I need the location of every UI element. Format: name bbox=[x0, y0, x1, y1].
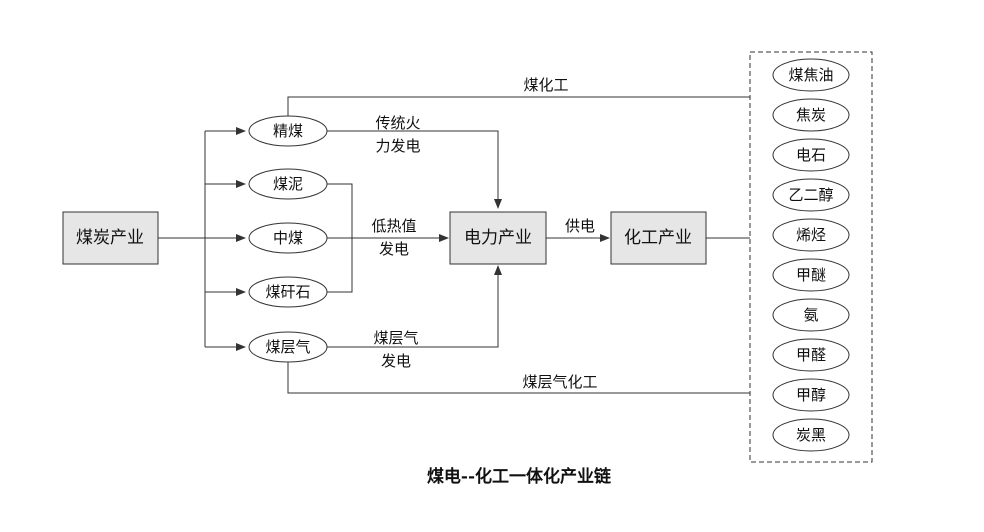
middling-coal-node: 中煤 bbox=[248, 222, 328, 254]
chemical-product-label: 焦炭 bbox=[796, 106, 826, 124]
connector-coalbed-gas-chemical bbox=[287, 362, 750, 394]
label-traditional-fire-2: 力发电 bbox=[375, 137, 420, 155]
label-supply-power: 供电 bbox=[565, 217, 595, 235]
chemical-product-node: 炭黑 bbox=[772, 418, 850, 452]
chemical-industry-label: 化工产业 bbox=[624, 228, 692, 248]
connector-coal-chemical bbox=[287, 96, 750, 116]
power-industry-label: 电力产业 bbox=[464, 228, 532, 248]
fine-coal-node: 精煤 bbox=[248, 115, 328, 147]
chemical-product-label: 甲醛 bbox=[796, 346, 826, 364]
chemical-product-label: 炭黑 bbox=[796, 426, 826, 444]
diagram-caption: 煤电--化工一体化产业链 bbox=[427, 466, 612, 487]
arrow-fine-coal-to-power bbox=[326, 130, 502, 209]
chemical-industry-box: 化工产业 bbox=[610, 211, 707, 265]
coalbed-gas-label: 煤层气 bbox=[265, 338, 310, 356]
chemical-product-node: 乙二醇 bbox=[772, 178, 850, 212]
chemical-product-label: 烯烃 bbox=[796, 226, 826, 244]
label-cbm-power-2: 发电 bbox=[381, 352, 411, 370]
label-coal-chemical: 煤化工 bbox=[523, 76, 568, 94]
fine-coal-label: 精煤 bbox=[273, 122, 303, 140]
arrow-coalbed-gas-to-power bbox=[326, 265, 502, 348]
coal-gangue-node: 煤矸石 bbox=[248, 276, 328, 308]
chemical-product-node: 电石 bbox=[772, 138, 850, 172]
chemical-product-node: 甲醛 bbox=[772, 338, 850, 372]
chemical-product-node: 焦炭 bbox=[772, 98, 850, 132]
middling-coal-label: 中煤 bbox=[273, 229, 303, 247]
chemical-products-group bbox=[749, 51, 873, 463]
label-traditional-fire-1: 传统火 bbox=[375, 114, 420, 132]
chemical-product-label: 电石 bbox=[796, 146, 826, 164]
coal-industry-box: 煤炭产业 bbox=[62, 211, 159, 265]
label-cbm-chemical: 煤层气化工 bbox=[522, 373, 597, 391]
chemical-product-node: 煤焦油 bbox=[772, 58, 850, 92]
coal-gangue-label: 煤矸石 bbox=[265, 283, 310, 301]
chemical-product-node: 甲醇 bbox=[772, 378, 850, 412]
chemical-product-label: 氨 bbox=[803, 306, 818, 324]
label-low-heat-2: 发电 bbox=[379, 240, 409, 258]
coal-slime-label: 煤泥 bbox=[273, 175, 303, 193]
chemical-product-label: 甲醚 bbox=[796, 266, 826, 284]
coalbed-gas-node: 煤层气 bbox=[248, 331, 328, 363]
chemical-product-label: 乙二醇 bbox=[788, 186, 833, 204]
label-low-heat-1: 低热值 bbox=[371, 217, 416, 235]
power-industry-box: 电力产业 bbox=[449, 211, 547, 265]
coal-industry-label: 煤炭产业 bbox=[76, 228, 144, 248]
label-cbm-power-1: 煤层气 bbox=[373, 329, 418, 347]
coal-slime-node: 煤泥 bbox=[248, 168, 328, 200]
chemical-product-label: 煤焦油 bbox=[788, 66, 833, 84]
chemical-product-node: 氨 bbox=[772, 298, 850, 332]
chemical-product-label: 甲醇 bbox=[796, 386, 826, 404]
connectors bbox=[158, 96, 750, 394]
chemical-product-node: 甲醚 bbox=[772, 258, 850, 292]
chemical-product-node: 烯烃 bbox=[772, 218, 850, 252]
